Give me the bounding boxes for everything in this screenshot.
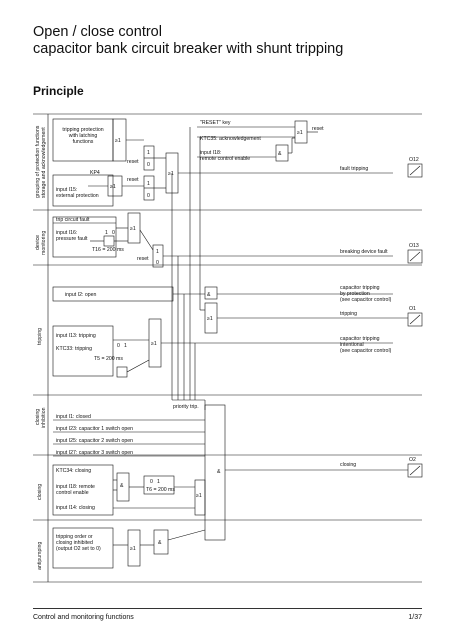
timer-one: 1 xyxy=(157,479,160,485)
input-label: input I1: closed xyxy=(56,414,91,420)
section-label-grouping1: grouping of protection functions xyxy=(35,125,41,198)
input-label: with latching xyxy=(69,133,98,139)
output-label: (see capacitor control) xyxy=(340,297,392,303)
output-id: O1 xyxy=(409,306,416,312)
input-label: KTC33: tripping xyxy=(56,346,92,352)
or-gate-label: ≥1 xyxy=(115,138,121,144)
output-label: intentional xyxy=(340,342,364,348)
timer-label: T5 = 200 ms xyxy=(94,356,123,362)
timer-one: 1 xyxy=(124,343,127,349)
output-label: tripping xyxy=(340,311,357,317)
input-label: "RESET" key xyxy=(200,120,231,126)
latch-zero: 0 xyxy=(147,162,150,168)
timer-zero: 0 xyxy=(112,230,115,236)
output-label: capacitor tripping xyxy=(340,336,380,342)
kp4-label: KP4 xyxy=(90,170,100,176)
input-label: remote control enable xyxy=(200,156,250,162)
priority-label: priority trip. xyxy=(173,404,199,410)
input-label: KTC35: acknowledgement xyxy=(200,136,261,142)
and-gate-label: & xyxy=(120,483,124,489)
input-label: tripping order or xyxy=(56,534,93,540)
input-label: input I23: capacitor 1 switch open xyxy=(56,426,133,432)
page-title-line1: Open / close control xyxy=(33,24,162,40)
input-label: input I18: xyxy=(200,150,221,156)
reset-label: reset xyxy=(312,126,324,132)
and-gate-label: & xyxy=(207,292,211,298)
latch-one: 1 xyxy=(147,150,150,156)
output-id: O2 xyxy=(409,457,416,463)
or-gate-label: ≥1 xyxy=(168,171,174,177)
input-label: control enable xyxy=(56,490,89,496)
page-title-line2: capacitor bank circuit breaker with shun… xyxy=(33,41,344,57)
input-label: closing inhibited xyxy=(56,540,93,546)
input-label: tripping protection xyxy=(62,127,103,133)
section-label-device2: monitoring xyxy=(41,231,47,255)
section-label-closing-inh1: closing xyxy=(35,409,41,425)
input-label: pressure fault xyxy=(56,236,88,242)
or-gate-label: ≥1 xyxy=(151,341,157,347)
footer-page-number: 1/37 xyxy=(408,614,422,621)
and-gate-label: & xyxy=(217,469,221,475)
latch-zero: 0 xyxy=(147,193,150,199)
output-label: fault tripping xyxy=(340,166,368,172)
output-id: O13 xyxy=(409,243,419,249)
reset-label: reset xyxy=(137,256,149,262)
or-gate-label: ≥1 xyxy=(207,316,213,322)
section-label-grouping2: storage and acknowledgement xyxy=(41,127,47,198)
input-label: input I27: capacitor 3 switch open xyxy=(56,450,133,456)
section-label-closing: closing xyxy=(37,484,43,500)
input-label: input I14: closing xyxy=(56,505,95,511)
output-label: (see capacitor control) xyxy=(340,348,392,354)
latch-zero: 0 xyxy=(156,260,159,266)
or-gate-label: ≥1 xyxy=(110,184,116,190)
output-label: by protection xyxy=(340,291,370,297)
footer-left: Control and monitoring functions xyxy=(33,614,134,621)
section-label-antipumping: antipumping xyxy=(37,542,43,570)
timer-label: T6 = 200 ms xyxy=(146,487,175,493)
or-gate-label: ≥1 xyxy=(130,546,136,552)
reset-label: reset xyxy=(127,177,139,183)
latch-one: 1 xyxy=(156,249,159,255)
output-label: closing xyxy=(340,462,356,468)
input-label: functions xyxy=(73,139,94,145)
section-heading: Principle xyxy=(33,84,84,98)
timer-zero: 0 xyxy=(150,479,153,485)
input-label: input I13: tripping xyxy=(56,333,96,339)
input-label: input I18: remote xyxy=(56,484,95,490)
and-gate-label: & xyxy=(278,151,282,157)
footer-rule xyxy=(33,608,422,609)
output-label: breaking device fault xyxy=(340,249,388,255)
or-gate-label: ≥1 xyxy=(130,226,136,232)
input-label: KTC34: closing xyxy=(56,468,91,474)
and-gate-label: & xyxy=(158,540,162,546)
input-label: input I2: open xyxy=(65,292,97,298)
input-label: trip circuit fault xyxy=(56,217,90,223)
output-id: O12 xyxy=(409,157,419,163)
input-label: input I25: capacitor 2 switch open xyxy=(56,438,133,444)
timer-zero: 0 xyxy=(117,343,120,349)
section-label-closing-inh2: inhibition xyxy=(41,407,47,428)
reset-label: reset xyxy=(127,159,139,165)
input-label: (output O2 set to 0) xyxy=(56,546,101,552)
or-gate-label: ≥1 xyxy=(196,493,202,499)
timer-label: T16 = 200 ms xyxy=(92,247,124,253)
input-label: input I16: xyxy=(56,230,77,236)
section-label-tripping: tripping xyxy=(37,328,43,345)
output-label: capacitor tripping xyxy=(340,285,380,291)
input-label: input I15: xyxy=(56,187,77,193)
latch-one: 1 xyxy=(147,181,150,187)
input-label: external protection xyxy=(56,193,99,199)
timer-one: 1 xyxy=(105,230,108,236)
section-label-device1: device xyxy=(35,235,41,250)
or-gate-label: ≥1 xyxy=(297,130,303,136)
